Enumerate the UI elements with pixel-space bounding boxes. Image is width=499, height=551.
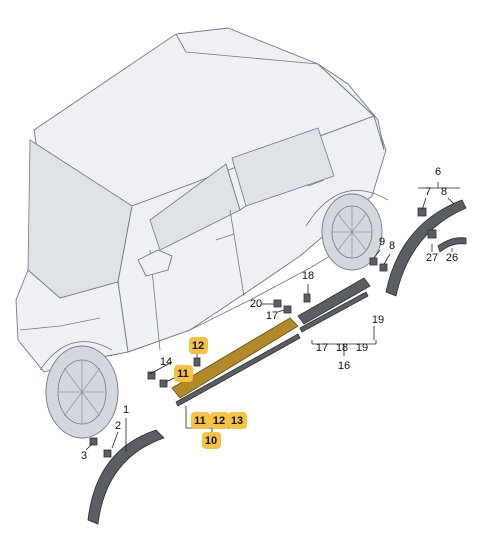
callout-7: 7 (425, 186, 431, 198)
callout-8a: 8 (441, 186, 447, 198)
rear-wheel-arch-trim (385, 199, 467, 297)
clip-9 (369, 257, 378, 266)
callout-12a: 12 (192, 340, 204, 352)
callout-20: 20 (250, 298, 262, 310)
callout-1: 1 (123, 404, 129, 416)
clip-20 (273, 299, 282, 308)
callout-19b: 19 (372, 314, 384, 326)
clip-3 (89, 437, 98, 446)
main-sill-trim (171, 317, 299, 399)
clip-18 (303, 293, 311, 303)
clip-7 (417, 207, 427, 217)
callout-27: 27 (426, 252, 438, 264)
callout-12b: 12 (213, 415, 225, 427)
rear-sill-strip (299, 291, 369, 333)
badge-10 (202, 432, 221, 449)
rear-sill-trim (297, 277, 371, 325)
callout-13: 13 (231, 415, 243, 427)
callout-3: 3 (81, 450, 87, 462)
callout-14: 14 (160, 356, 172, 368)
callout-18b: 18 (336, 342, 348, 354)
callout-19a: 19 (356, 342, 368, 354)
callout-8b: 8 (389, 240, 395, 252)
callout-11a: 11 (177, 368, 189, 380)
clip-8b (379, 263, 388, 272)
clip-17 (283, 305, 292, 314)
badge-11a (174, 365, 193, 382)
callout-9: 9 (379, 236, 385, 248)
clip-12 (193, 357, 201, 367)
car-rear-end (317, 63, 385, 151)
callout-11b: 11 (194, 415, 206, 427)
callout-26: 26 (446, 252, 458, 264)
rear-arch-insert (437, 237, 467, 253)
callout-17b: 17 (316, 342, 328, 354)
callout-6: 6 (435, 166, 441, 178)
clip-11 (159, 379, 168, 388)
callout-16: 16 (338, 360, 350, 372)
car-side-mirror (137, 249, 173, 277)
clip-2 (103, 449, 112, 458)
badge-12b (210, 412, 229, 429)
callout-18a: 18 (302, 270, 314, 282)
clip-27 (427, 229, 437, 239)
car-rear-window (231, 127, 335, 207)
badge-11b (191, 412, 210, 429)
parts (87, 199, 467, 525)
car-illustration (15, 27, 389, 439)
main-sill-strip (175, 333, 301, 407)
badge-13 (228, 412, 247, 429)
callout-2: 2 (115, 420, 121, 432)
callout-10: 10 (205, 435, 217, 447)
callout-labels: 1 2 3 6 7 8 27 26 9 8 18 20 17 12 14 11 … (81, 166, 458, 462)
callout-17a: 17 (266, 310, 278, 322)
badge-12a (189, 337, 208, 354)
highlight-badges (174, 337, 247, 449)
clip-14 (147, 371, 156, 380)
